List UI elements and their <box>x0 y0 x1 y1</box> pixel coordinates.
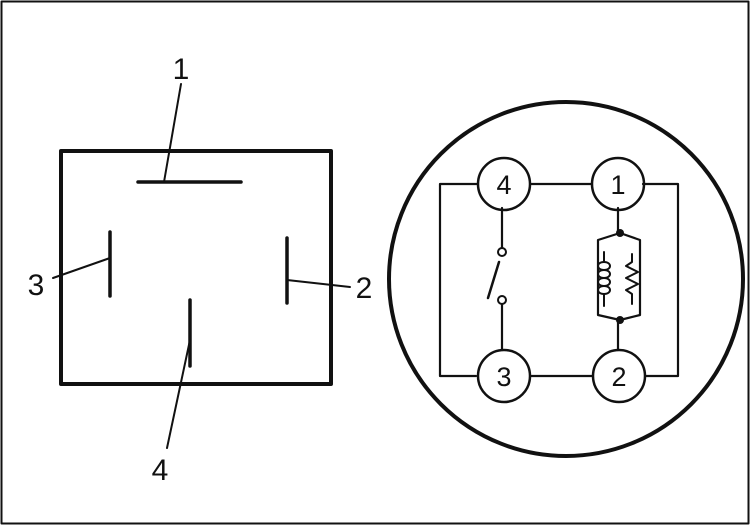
relay-terminal-layout: 1 2 3 4 <box>28 53 373 487</box>
pin-number-4: 4 <box>496 170 511 200</box>
relay-pin-label-2: 2 <box>356 272 373 305</box>
circuit-pin-2: 2 <box>591 348 647 404</box>
coil-winding-icon <box>597 261 611 295</box>
pin-circle-3 <box>476 348 532 404</box>
leader-line-3 <box>52 257 111 279</box>
circuit-pin-3: 3 <box>476 348 532 404</box>
pin-circle-2 <box>591 348 647 404</box>
relay-circuit-schematic: 4 1 3 2 <box>387 100 745 458</box>
wire-right-loop <box>641 182 680 378</box>
leader-line-2 <box>286 279 351 288</box>
schematic-enclosure-circle <box>387 100 745 458</box>
relay-pin-label-4: 4 <box>152 454 169 487</box>
leader-line-1 <box>163 83 182 183</box>
pin-number-1: 1 <box>610 170 625 200</box>
switch-blade <box>486 260 501 300</box>
switch-contact-upper <box>497 247 507 257</box>
circuit-pin-4: 4 <box>476 156 532 212</box>
relay-pin-label-1: 1 <box>173 53 190 86</box>
pin-number-3: 3 <box>496 362 511 392</box>
relay-pin-label-3: 3 <box>28 269 45 302</box>
leader-line-4 <box>166 339 191 449</box>
switch-contact-lower <box>497 295 507 305</box>
resistor-zigzag-icon <box>625 253 639 305</box>
coil-resistor-frame <box>596 231 642 322</box>
pin-number-2: 2 <box>611 362 626 392</box>
relay-body-outline <box>59 149 333 386</box>
pin-circle-4 <box>476 156 532 212</box>
circuit-pin-1: 1 <box>590 156 646 212</box>
pin-circle-1 <box>590 156 646 212</box>
wire-left-loop <box>438 182 479 378</box>
